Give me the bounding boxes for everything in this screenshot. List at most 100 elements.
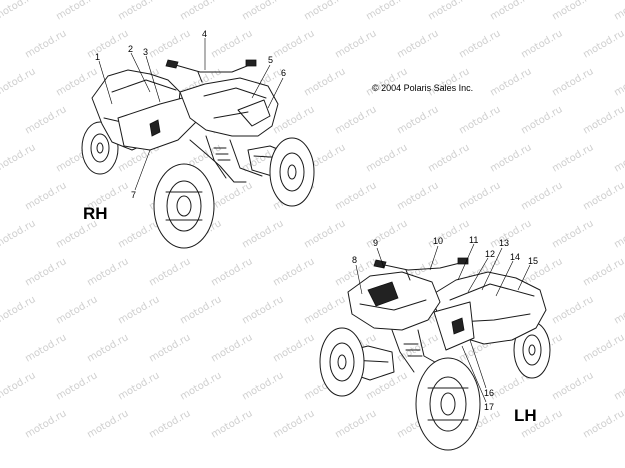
watermark-text: motod.ru xyxy=(581,180,625,212)
watermark-text: motod.ru xyxy=(0,218,38,250)
watermark-text: motod.ru xyxy=(209,180,254,212)
watermark-text: motod.ru xyxy=(302,66,347,98)
callout-16: 16 xyxy=(484,388,494,398)
watermark-text: motod.ru xyxy=(612,370,625,402)
callout-3: 3 xyxy=(143,47,148,57)
watermark-text: motod.ru xyxy=(612,66,625,98)
watermark-text: motod.ru xyxy=(364,370,409,402)
watermark-text: motod.ru xyxy=(85,408,130,440)
watermark-text: motod.ru xyxy=(395,180,440,212)
watermark-text: motod.ru xyxy=(519,28,564,60)
watermark-text: motod.ru xyxy=(23,180,68,212)
watermark-text: motod.ru xyxy=(519,104,564,136)
view-label-lh: LH xyxy=(514,406,537,425)
callout-13: 13 xyxy=(499,238,509,248)
watermark-text: motod.ru xyxy=(240,294,285,326)
watermark-text: motod.ru xyxy=(147,408,192,440)
watermark-text: motod.ru xyxy=(550,66,595,98)
watermark-text: motod.ru xyxy=(395,332,440,364)
rh-front-wheel-right xyxy=(269,137,315,207)
watermark-text: motod.ru xyxy=(54,66,99,98)
watermark-text: motod.ru xyxy=(116,0,161,23)
callout-1: 1 xyxy=(95,52,100,62)
watermark-text: motod.ru xyxy=(488,0,533,23)
watermark-text: motod.ru xyxy=(209,332,254,364)
watermark-text: motod.ru xyxy=(550,294,595,326)
watermark-text: motod.ru xyxy=(240,0,285,23)
watermark-text: motod.ru xyxy=(54,218,99,250)
callout-4: 4 xyxy=(202,29,207,39)
watermark-text: motod.ru xyxy=(488,142,533,174)
watermark-text: motod.ru xyxy=(240,370,285,402)
watermark-text: motod.ru xyxy=(612,294,625,326)
watermark-text: motod.ru xyxy=(581,332,625,364)
watermark-text: motod.ru xyxy=(364,142,409,174)
watermark-text: motod.ru xyxy=(581,408,625,440)
watermark-text: motod.ru xyxy=(178,0,223,23)
watermark-text: motod.ru xyxy=(519,180,564,212)
watermark-text: motod.ru xyxy=(147,28,192,60)
watermark-text: motod.ru xyxy=(271,28,316,60)
view-label-rh: RH xyxy=(83,204,108,223)
callout-6: 6 xyxy=(281,68,286,78)
watermark-text: motod.ru xyxy=(54,294,99,326)
watermark-text: motod.ru xyxy=(0,370,38,402)
watermark-text: motod.ru xyxy=(54,0,99,23)
watermark-text: motod.ru xyxy=(612,218,625,250)
lh-front-wheel-near xyxy=(415,357,481,451)
watermark-text: motod.ru xyxy=(0,294,38,326)
watermark-text: motod.ru xyxy=(457,180,502,212)
watermark-text: motod.ru xyxy=(550,370,595,402)
watermark-text: motod.ru xyxy=(23,256,68,288)
watermark-text: motod.ru xyxy=(178,370,223,402)
callout-5: 5 xyxy=(268,55,273,65)
rh-front-wheel-left xyxy=(153,163,215,249)
watermark-text: motod.ru xyxy=(240,218,285,250)
atv-left-hand-view: 8 9 10 11 12 13 14 15 16 17 LH xyxy=(319,235,551,451)
watermark-text: motod.ru xyxy=(581,256,625,288)
watermark-text: motod.ru xyxy=(302,294,347,326)
watermark-text: motod.ru xyxy=(85,28,130,60)
watermark-text: motod.ru xyxy=(488,218,533,250)
watermark-text: motod.ru xyxy=(116,218,161,250)
watermark-text: motod.ru xyxy=(209,408,254,440)
watermark-text: motod.ru xyxy=(23,28,68,60)
watermark-text: motod.ru xyxy=(0,142,38,174)
callout-9: 9 xyxy=(373,238,378,248)
callout-12: 12 xyxy=(485,249,495,259)
watermark-text: motod.ru xyxy=(333,180,378,212)
watermark-text: motod.ru xyxy=(302,218,347,250)
callout-2: 2 xyxy=(128,44,133,54)
watermark-text: motod.ru xyxy=(85,332,130,364)
callout-14: 14 xyxy=(510,252,520,262)
watermark-text: motod.ru xyxy=(550,142,595,174)
lh-front-body xyxy=(347,271,441,331)
watermark-text: motod.ru xyxy=(550,218,595,250)
watermark-text: motod.ru xyxy=(612,0,625,23)
callout-15: 15 xyxy=(528,256,538,266)
watermark-text: motod.ru xyxy=(23,104,68,136)
watermark-text: motod.ru xyxy=(364,0,409,23)
watermark-text: motod.ru xyxy=(333,104,378,136)
watermark-text: motod.ru xyxy=(333,28,378,60)
watermark-text: motod.ru xyxy=(333,408,378,440)
watermark-text: motod.ru xyxy=(581,28,625,60)
callout-7: 7 xyxy=(131,190,136,200)
watermark-text: motod.ru xyxy=(271,256,316,288)
watermark-text: motod.ru xyxy=(271,408,316,440)
watermark-text: motod.ru xyxy=(54,370,99,402)
watermark-text: motod.ru xyxy=(0,0,38,23)
callout-8: 8 xyxy=(352,255,357,265)
watermark-text: motod.ru xyxy=(271,332,316,364)
watermark-text: motod.ru xyxy=(116,294,161,326)
copyright-text: © 2004 Polaris Sales Inc. xyxy=(372,83,473,93)
watermark-text: motod.ru xyxy=(0,66,38,98)
watermark-text: motod.ru xyxy=(550,0,595,23)
watermark-text: motod.ru xyxy=(147,332,192,364)
watermark-text: motod.ru xyxy=(395,104,440,136)
lh-front-wheel-far xyxy=(319,327,365,397)
watermark-text: motod.ru xyxy=(457,104,502,136)
watermark-text: motod.ru xyxy=(209,256,254,288)
watermark-text: motod.ru xyxy=(364,218,409,250)
